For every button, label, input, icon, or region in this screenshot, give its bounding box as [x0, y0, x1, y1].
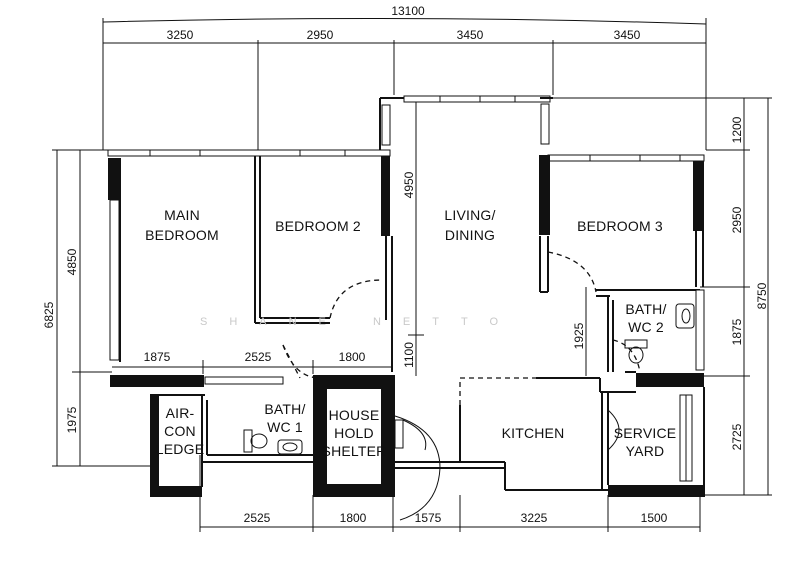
dim-right-seg-1: 1200	[730, 116, 744, 143]
doors	[282, 251, 641, 521]
dim-right-seg-3: 1875	[730, 318, 744, 345]
label-aircon-ledge-2: CON	[164, 423, 196, 439]
dim-mid-2: 2525	[245, 350, 272, 364]
label-bath-wc-1-1: BATH/	[264, 401, 305, 417]
dim-left-outer: 6825	[42, 301, 56, 328]
dim-bottom-5: 1500	[641, 511, 668, 525]
dim-top-seg-1: 3250	[167, 28, 194, 42]
toilet-icon	[624, 339, 648, 364]
basin-icon	[277, 439, 303, 455]
label-service-yard-2: YARD	[626, 443, 665, 459]
label-bath-wc-2-2: WC 2	[628, 319, 664, 335]
dim-mid-1: 1875	[144, 350, 171, 364]
label-main-bedroom-1: MAIN	[164, 207, 200, 223]
dim-right-seg-2: 2950	[730, 206, 744, 233]
dim-bottom-3: 1575	[415, 511, 442, 525]
label-bath-wc-2-1: BATH/	[625, 301, 666, 317]
dim-top-total: 13100	[391, 4, 425, 18]
label-aircon-ledge-1: AIR-	[166, 405, 195, 421]
dim-living-gap: 1100	[402, 342, 416, 368]
fixtures	[243, 303, 695, 455]
dimension-labels: 13100 3250 2950 3450 3450 6825 4850 1975…	[42, 4, 769, 525]
dim-bottom-1: 2525	[244, 511, 271, 525]
dim-top-seg-3: 3450	[457, 28, 484, 42]
dim-right-seg-4: 2725	[730, 423, 744, 450]
label-bath-wc-1-2: WC 1	[267, 419, 303, 435]
room-labels: MAIN BEDROOM BEDROOM 2 LIVING/ DINING BE…	[145, 207, 676, 459]
label-household-shelter-1: HOUSE	[329, 407, 380, 423]
label-household-shelter-2: HOLD	[334, 425, 374, 441]
toilet-icon	[243, 429, 268, 453]
dim-bottom-2: 1800	[340, 511, 367, 525]
label-aircon-ledge-3: LEDGE	[156, 441, 204, 457]
dim-left-inner-top: 4850	[65, 248, 79, 275]
label-living-dining-1: LIVING/	[444, 207, 495, 223]
dim-bath2-height: 1925	[572, 322, 586, 349]
dim-bottom-4: 3225	[521, 511, 548, 525]
dim-living-height: 4950	[402, 171, 416, 198]
dim-top-seg-2: 2950	[307, 28, 334, 42]
label-household-shelter-3: SHELTER	[322, 443, 387, 459]
label-bedroom-2: BEDROOM 2	[275, 218, 361, 234]
dim-left-inner-bottom: 1975	[65, 406, 79, 433]
dimension-lines	[52, 17, 772, 532]
dim-right-outer: 8750	[755, 282, 769, 309]
dim-top-seg-4: 3450	[614, 28, 641, 42]
watermark-text: SHANE NETTO	[200, 316, 520, 328]
label-kitchen: KITCHEN	[502, 425, 565, 441]
label-living-dining-2: DINING	[445, 227, 495, 243]
dim-mid-3: 1800	[339, 350, 366, 364]
label-service-yard-1: SERVICE	[614, 425, 677, 441]
label-main-bedroom-2: BEDROOM	[145, 227, 219, 243]
basin-icon	[675, 303, 695, 329]
label-bedroom-3: BEDROOM 3	[577, 218, 663, 234]
